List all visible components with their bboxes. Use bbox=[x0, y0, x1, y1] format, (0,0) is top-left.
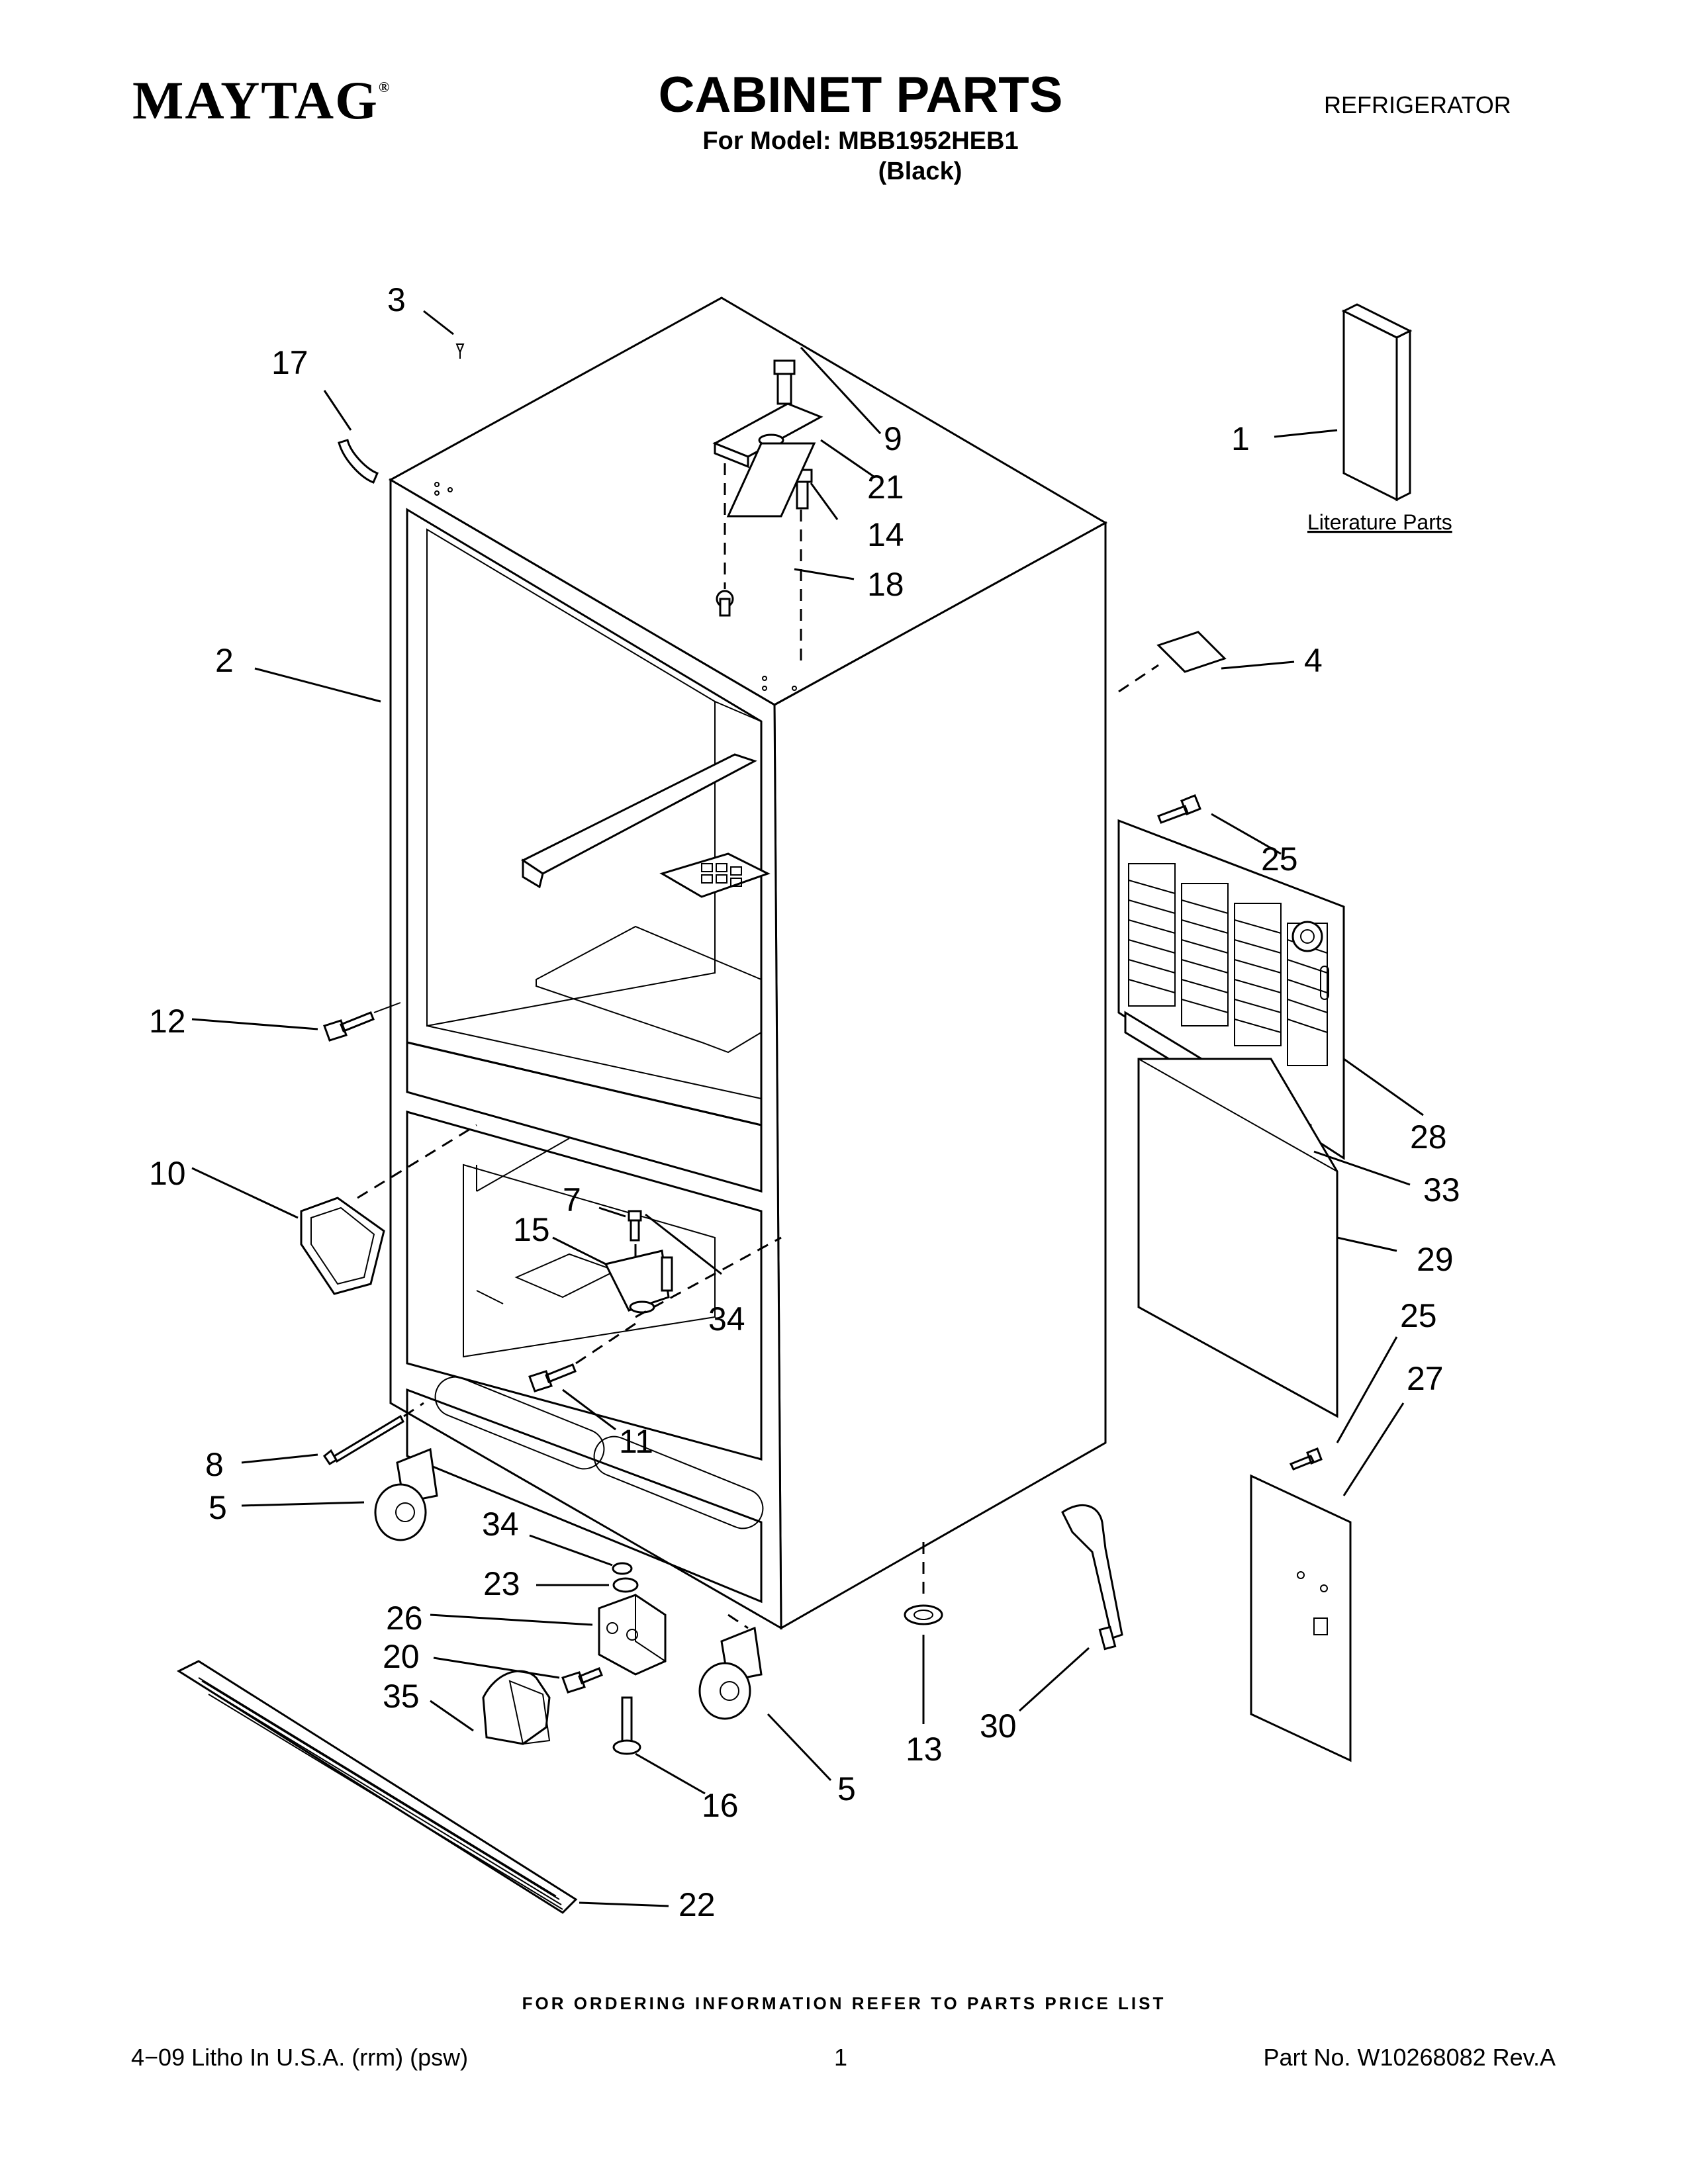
callout-10: 10 bbox=[149, 1155, 186, 1192]
rear-access-cover bbox=[1117, 819, 1345, 1160]
literature-parts-label: Literature Parts bbox=[1307, 510, 1452, 534]
callout-28: 28 bbox=[1410, 1118, 1447, 1156]
callout-34-lower: 34 bbox=[482, 1506, 519, 1543]
page-number: 1 bbox=[833, 2044, 848, 2071]
callout-20: 20 bbox=[383, 1638, 420, 1675]
bolt-8 bbox=[322, 1414, 404, 1466]
rear-cover-panel bbox=[1250, 1447, 1352, 1762]
base-grille bbox=[176, 1660, 578, 1914]
ice-maker-cover bbox=[300, 1124, 477, 1295]
caster-right bbox=[698, 1614, 763, 1720]
model-color: (Black) bbox=[878, 158, 962, 185]
callout-18: 18 bbox=[867, 566, 904, 603]
screw-11 bbox=[528, 1363, 577, 1392]
callout-9: 9 bbox=[884, 420, 902, 457]
serial-label bbox=[1156, 631, 1227, 673]
literature-part bbox=[1341, 303, 1413, 502]
callout-4: 4 bbox=[1304, 642, 1323, 679]
callout-25-lower: 25 bbox=[1400, 1297, 1437, 1334]
leveling-leg bbox=[904, 1542, 943, 1625]
leader-lines bbox=[191, 310, 1424, 1907]
bottom-hinge-assembly bbox=[482, 1562, 667, 1755]
callout-25-upper: 25 bbox=[1261, 841, 1298, 878]
model-number: For Model: MBB1952HEB1 bbox=[702, 127, 1019, 155]
screw-3 bbox=[455, 343, 465, 359]
callout-numbers: 3 17 9 21 14 18 1 Literature Parts 2 4 2… bbox=[149, 281, 1460, 1923]
callout-34-upper: 34 bbox=[708, 1300, 745, 1338]
litho-info: 4−09 Litho In U.S.A. (rrm) (psw) bbox=[131, 2044, 469, 2071]
callout-5-right: 5 bbox=[837, 1770, 856, 1807]
maytag-logo: MAYTAG® bbox=[132, 70, 391, 130]
callout-29: 29 bbox=[1417, 1241, 1454, 1278]
callout-13: 13 bbox=[906, 1731, 943, 1768]
tube-17 bbox=[338, 439, 379, 484]
callout-5-left: 5 bbox=[209, 1489, 227, 1526]
callout-26: 26 bbox=[386, 1600, 423, 1637]
part-number: Part No. W10268082 Rev.A bbox=[1263, 2044, 1556, 2071]
callout-1: 1 bbox=[1231, 420, 1250, 457]
callout-11: 11 bbox=[619, 1423, 653, 1460]
callout-17: 17 bbox=[271, 344, 308, 381]
screw-12 bbox=[323, 1011, 375, 1042]
ordering-note: FOR ORDERING INFORMATION REFER TO PARTS … bbox=[522, 1993, 1166, 2013]
center-hinge-assembly bbox=[604, 1210, 782, 1318]
callout-7: 7 bbox=[563, 1181, 581, 1218]
callout-8: 8 bbox=[205, 1446, 224, 1483]
callout-22: 22 bbox=[679, 1886, 716, 1923]
page-title: CABINET PARTS bbox=[658, 67, 1063, 123]
callout-35: 35 bbox=[383, 1678, 420, 1715]
callout-23: 23 bbox=[483, 1565, 520, 1602]
top-hinge-assembly bbox=[712, 359, 823, 668]
side-panel bbox=[1137, 1058, 1338, 1418]
callout-33: 33 bbox=[1423, 1171, 1460, 1208]
callout-2: 2 bbox=[215, 642, 234, 679]
screw-25-upper bbox=[1157, 794, 1201, 824]
callout-27: 27 bbox=[1407, 1360, 1444, 1397]
caster-left bbox=[374, 1447, 438, 1541]
callout-30: 30 bbox=[980, 1707, 1017, 1745]
product-category: REFRIGERATOR bbox=[1324, 91, 1511, 118]
callout-15: 15 bbox=[513, 1211, 550, 1248]
tube-assembly bbox=[1061, 1504, 1123, 1651]
callout-21: 21 bbox=[867, 469, 904, 506]
callout-16: 16 bbox=[702, 1787, 739, 1824]
callout-12: 12 bbox=[149, 1003, 186, 1040]
callout-3: 3 bbox=[387, 281, 406, 318]
callout-14: 14 bbox=[867, 516, 904, 553]
